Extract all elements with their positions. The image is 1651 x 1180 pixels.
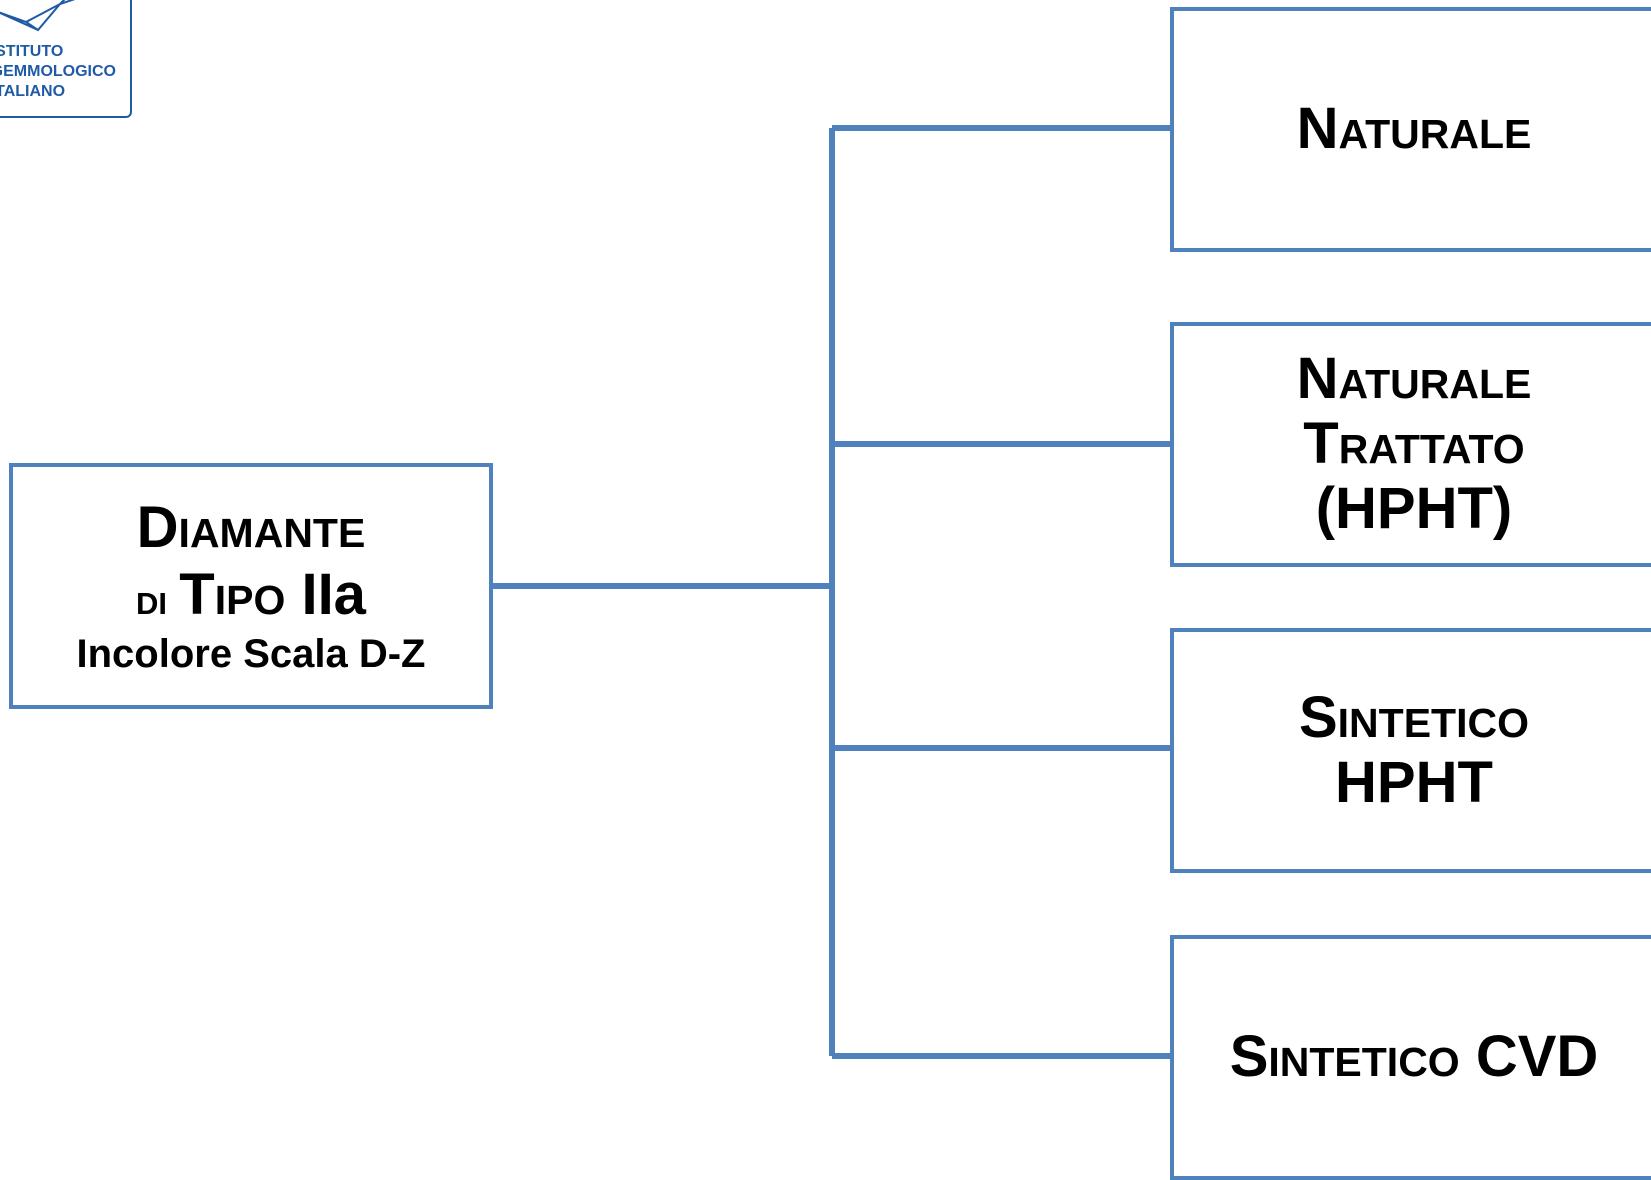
branch-3-line-1: Sintetico xyxy=(1298,684,1529,750)
branch-2-line-2: Trattato xyxy=(1303,411,1525,477)
root-title-line-1: Diamante xyxy=(136,494,366,560)
root-title-tipo: Tipo xyxy=(179,561,302,627)
branch-node-sintetico-cvd: Sintetico CVD xyxy=(1170,935,1651,1180)
branch-2-line-3: (HPHT) xyxy=(1315,475,1513,541)
branch-1-label: Naturale xyxy=(1296,96,1532,162)
root-title-line-2: di Tipo IIa xyxy=(136,561,366,628)
branch-node-sintetico-hpht: Sintetico HPHT xyxy=(1170,628,1651,873)
branch-4-line-1: Sintetico CVD xyxy=(1229,1024,1599,1090)
branch-4-sintetico: Sintetico xyxy=(1229,1024,1476,1090)
branch-4-cvd: CVD xyxy=(1475,1024,1599,1090)
root-title-di: di xyxy=(136,574,180,624)
root-subtitle: Incolore Scala D-Z xyxy=(76,631,426,676)
branch-2-line-1: Naturale xyxy=(1296,346,1532,412)
logo-line-3: ITALIANO xyxy=(0,83,66,100)
logo-line-1: ISTITUTO xyxy=(0,43,64,60)
branch-node-naturale-trattato: Naturale Trattato (HPHT) xyxy=(1170,322,1651,567)
root-node: Diamante di Tipo IIa Incolore Scala D-Z xyxy=(9,463,493,709)
logo-gem-icon xyxy=(0,0,76,32)
logo-line-2: GEMMOLOGICO xyxy=(0,63,116,80)
root-title-iia: IIa xyxy=(301,561,366,627)
branch-3-line-2: HPHT xyxy=(1335,749,1493,815)
branch-node-naturale: Naturale xyxy=(1170,7,1651,252)
logo: ISTITUTO GEMMOLOGICO ITALIANO xyxy=(0,0,132,118)
logo-text: ISTITUTO GEMMOLOGICO ITALIANO xyxy=(0,42,116,102)
